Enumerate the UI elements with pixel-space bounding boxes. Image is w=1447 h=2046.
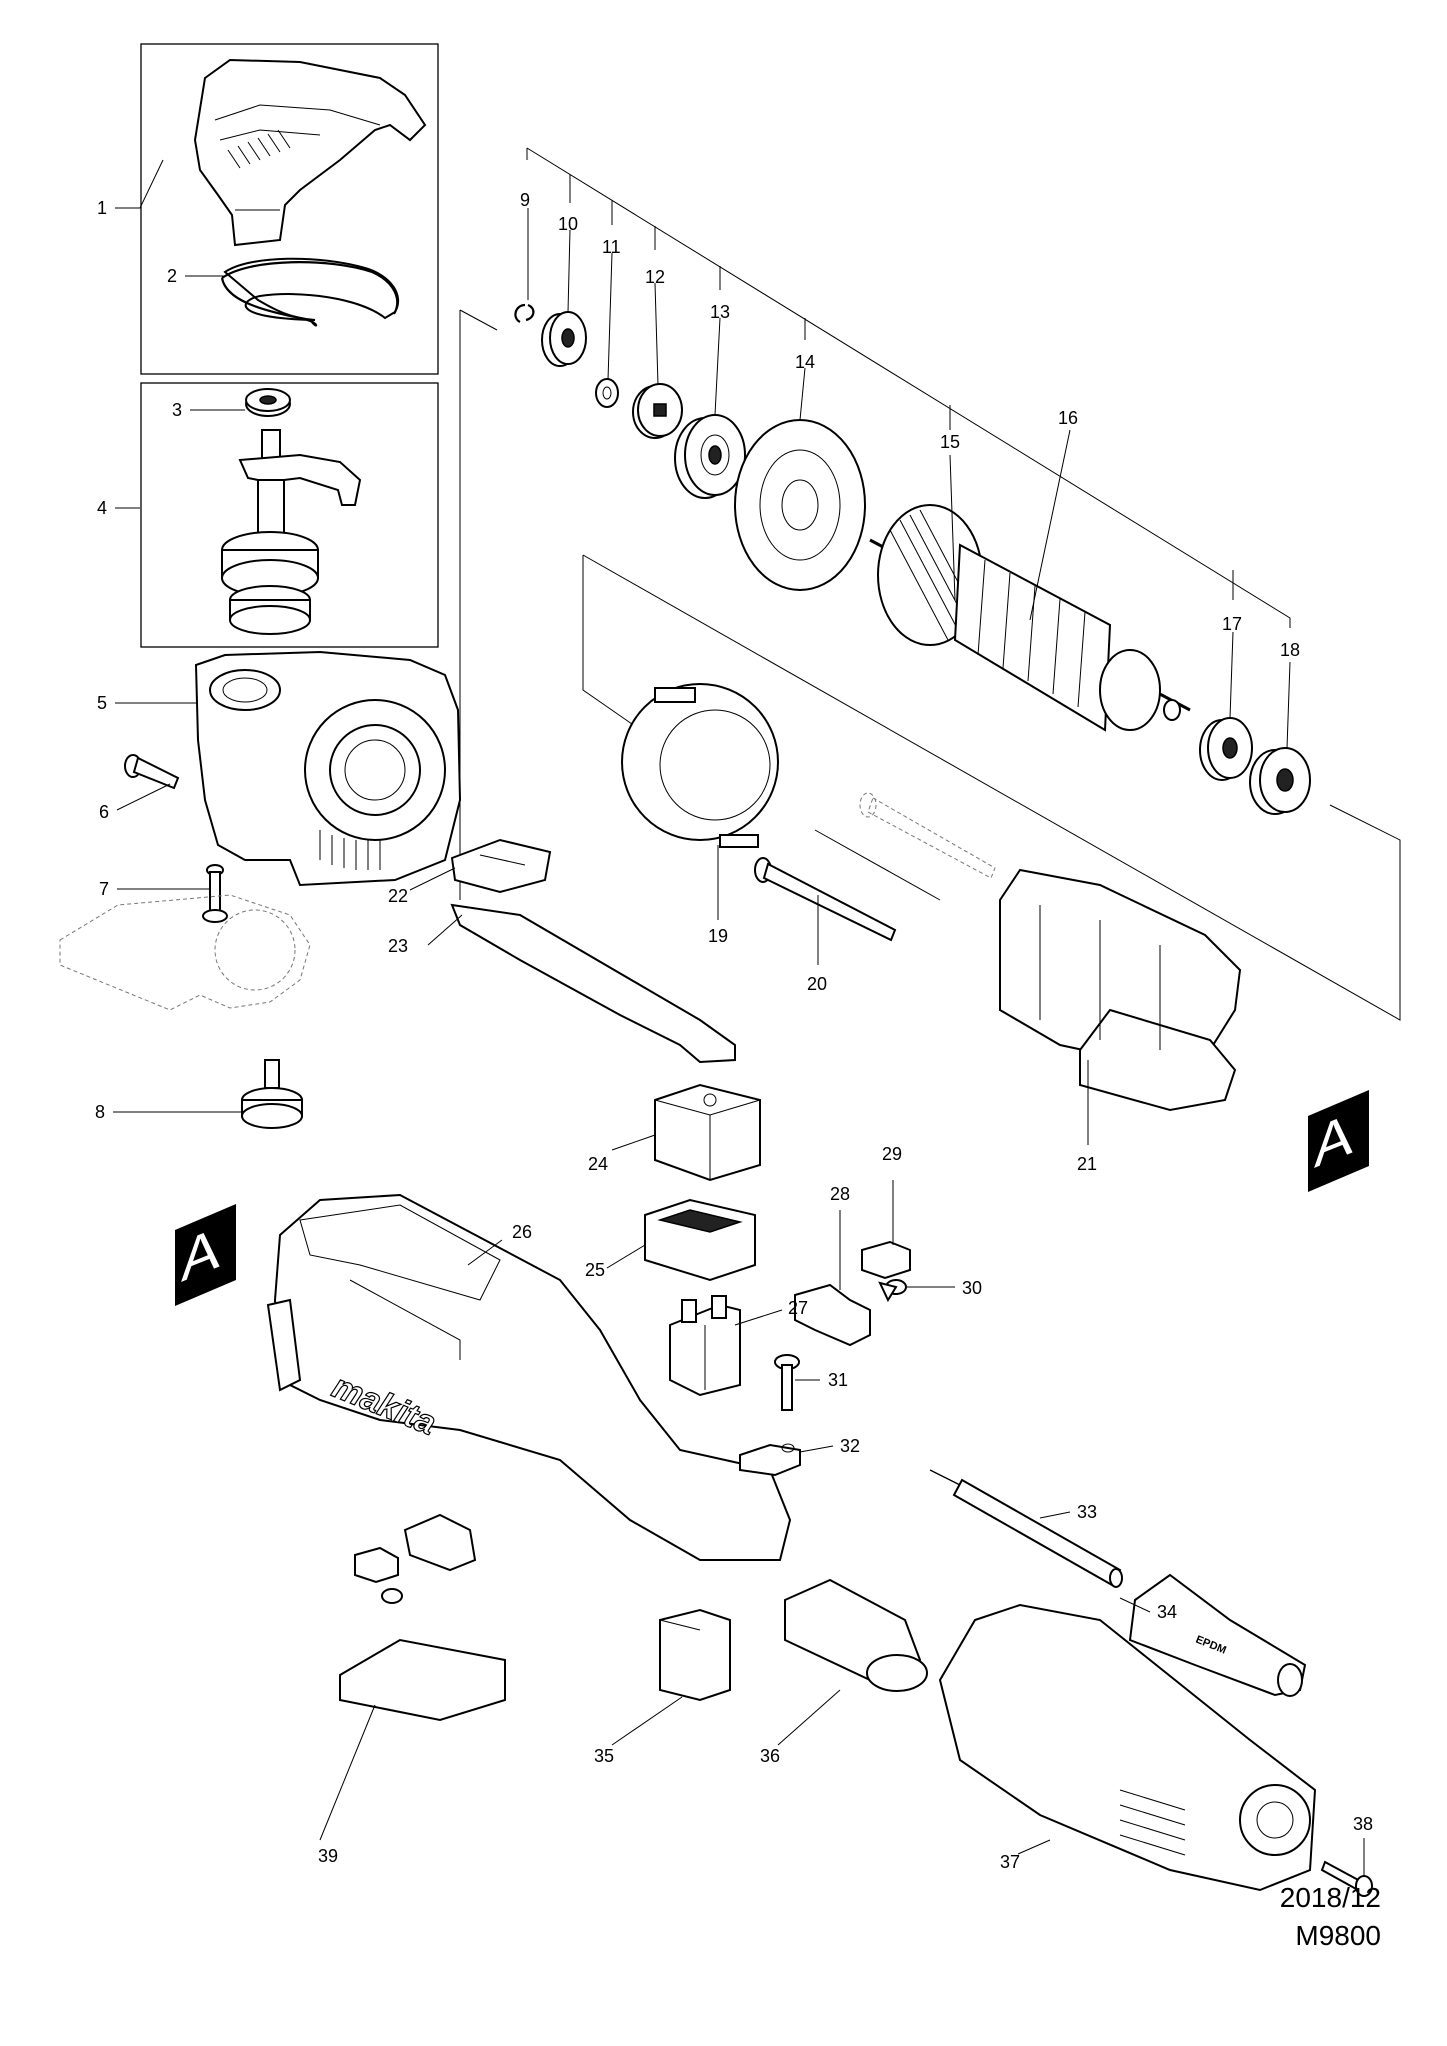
part-6-screw: [124, 754, 180, 790]
part-label-37: 37: [1000, 1852, 1020, 1872]
part-28-brush-holder: [794, 1283, 871, 1347]
part-38-screw: [1320, 1860, 1373, 1897]
part-label-19: 19: [708, 926, 728, 946]
part-label-10: 10: [558, 214, 578, 234]
part-label-30: 30: [962, 1278, 982, 1298]
part-14-baffle-plate: [734, 419, 866, 591]
part-20-screws: [754, 792, 996, 942]
part-10-bearing: [541, 311, 587, 367]
part-5-gear-housing: [194, 650, 462, 887]
part-label-26: 26: [512, 1222, 532, 1242]
part-label-38: 38: [1353, 1814, 1373, 1834]
part-27-terminal-block: [669, 1295, 741, 1397]
part-label-33: 33: [1077, 1502, 1097, 1522]
part-label-27: 27: [788, 1298, 808, 1318]
part-11-washer: [595, 378, 619, 408]
part-label-39: 39: [318, 1846, 338, 1866]
part-label-15: 15: [940, 432, 960, 452]
part-label-24: 24: [588, 1154, 608, 1174]
part-37-rear-cover: [938, 1603, 1317, 1892]
connector-mark-a-left: A: [175, 1204, 236, 1306]
part-18-bearing: [1249, 747, 1311, 815]
part-9-circlip: [514, 303, 535, 323]
part-label-22: 22: [388, 886, 408, 906]
part-39-label: [339, 1638, 506, 1722]
part-label-11: 11: [602, 237, 621, 257]
part-34-cord-guard: [1128, 1573, 1307, 1697]
part-1-cover: [193, 58, 427, 247]
part-35-block: [659, 1608, 731, 1702]
part-23-switch-lever: [450, 903, 736, 1064]
part-32-clamp: [739, 1443, 801, 1477]
connector-mark-a-right: A: [1308, 1090, 1369, 1192]
part-36-controller: [784, 1578, 928, 1692]
part-label-16: 16: [1058, 408, 1078, 428]
part-13-bearing: [674, 414, 746, 499]
part-label-25: 25: [585, 1260, 605, 1280]
label-leaders: [113, 159, 1365, 1876]
part-22-switch-button: [450, 838, 552, 894]
part-25-switch-cover: [644, 1198, 756, 1282]
part-label-29: 29: [882, 1144, 902, 1164]
part-label-6: 6: [99, 802, 109, 822]
part-7-screw: [202, 864, 228, 923]
part-29-carbon-brush: [861, 1240, 911, 1280]
part-17-bearing: [1199, 717, 1253, 781]
armature-group-leaders: [459, 147, 1401, 1021]
part-24-switch: [654, 1083, 761, 1182]
part-label-34: 34: [1157, 1602, 1177, 1622]
part-8-clamp-bolt: [241, 1059, 303, 1129]
svg-text:A: A: [181, 1213, 220, 1294]
part-label-9: 9: [520, 190, 530, 210]
part-label-3: 3: [172, 400, 182, 420]
group-box-3-4: [140, 382, 439, 648]
part-21-stator: [999, 868, 1242, 1112]
part-label-1: 1: [97, 198, 107, 218]
svg-text:A: A: [1314, 1099, 1353, 1180]
part-31-screw: [774, 1354, 800, 1411]
part-label-14: 14: [795, 352, 815, 372]
part-label-31: 31: [828, 1370, 848, 1390]
part-2-gasket: [220, 257, 400, 327]
part-label-36: 36: [760, 1746, 780, 1766]
part-label-13: 13: [710, 302, 730, 322]
brush-holder-duplicate: [354, 1513, 477, 1604]
group-box-1-2: [140, 43, 439, 375]
footer-model: M9800: [1295, 1920, 1381, 1951]
part-15-16-armature: [869, 504, 1191, 732]
part-12-eccentric: [632, 383, 683, 439]
part-label-7: 7: [99, 879, 109, 899]
part-label-8: 8: [95, 1102, 105, 1122]
part-label-32: 32: [840, 1436, 860, 1456]
part-4-spindle: [221, 429, 362, 635]
part-label-23: 23: [388, 936, 408, 956]
part-label-18: 18: [1280, 640, 1300, 660]
part-label-2: 2: [167, 266, 177, 286]
part-33-cord: [929, 1469, 1123, 1588]
part-label-21: 21: [1077, 1154, 1097, 1174]
accessory-blade-outline: [59, 894, 311, 1011]
part-label-4: 4: [97, 498, 107, 518]
part-labels: 1 2 3 4 5 6 7 8 9 10 11 12 13 14 15 16 1…: [95, 190, 1373, 1872]
part-label-17: 17: [1222, 614, 1242, 634]
part-label-12: 12: [645, 267, 665, 287]
footer-date: 2018/12: [1279, 1882, 1381, 1913]
part-label-28: 28: [830, 1184, 850, 1204]
part-26-motor-housing: [266, 1193, 792, 1561]
part-label-5: 5: [97, 693, 107, 713]
part-label-35: 35: [594, 1746, 614, 1766]
part-3-bearing: [245, 388, 291, 417]
part-label-20: 20: [807, 974, 827, 994]
part-19-ring: [621, 683, 779, 848]
part-30-screw: [878, 1279, 907, 1303]
